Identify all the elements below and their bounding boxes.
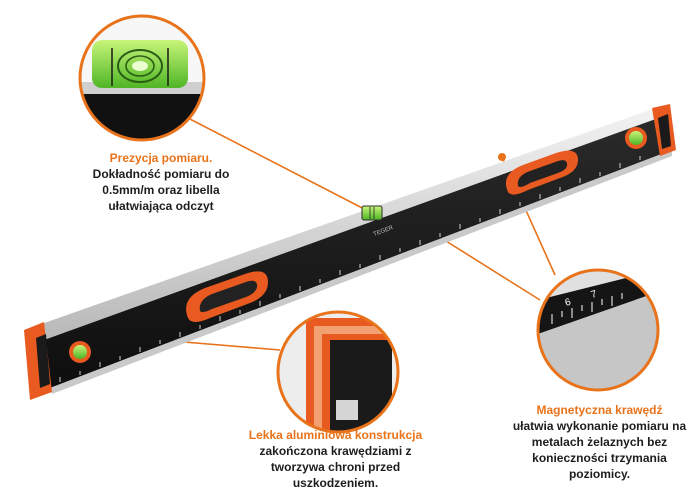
zoom-ruler-detail: 6 7 xyxy=(536,268,660,392)
ruler-ticks xyxy=(59,156,641,382)
ruler-tick-6: 6 xyxy=(564,297,573,309)
callout-construction: Lekka aluminiowa konstrukcja zakończona … xyxy=(248,427,423,491)
callout-magnetic-title: Magnetyczna krawędź xyxy=(536,403,663,417)
zoom-vial-detail xyxy=(78,14,206,142)
callout-precision: Prezycja pomiaru. Dokładność pomiaru do … xyxy=(86,150,236,214)
callout-precision-body: Dokładność pomiaru do 0.5mm/m oraz libel… xyxy=(92,167,230,213)
spirit-level: TEGER xyxy=(24,104,676,400)
handle-right xyxy=(505,150,578,195)
handle-left xyxy=(186,271,268,322)
ruler-tick-7: 7 xyxy=(590,289,599,301)
callout-construction-body: zakończona krawędziami z tworzywa chroni… xyxy=(259,444,412,490)
end-cap-left xyxy=(24,322,91,400)
end-cap-right xyxy=(625,104,676,156)
callout-precision-title: Prezycja pomiaru. xyxy=(109,151,213,165)
center-vial xyxy=(361,205,383,221)
callout-magnetic: Magnetyczna krawędź ułatwia wykonanie po… xyxy=(512,402,687,482)
callout-magnetic-body: ułatwia wykonanie pomiaru na metalach że… xyxy=(512,419,687,481)
zoom-corner-detail xyxy=(276,310,400,434)
callout-construction-title: Lekka aluminiowa konstrukcja xyxy=(248,428,423,442)
